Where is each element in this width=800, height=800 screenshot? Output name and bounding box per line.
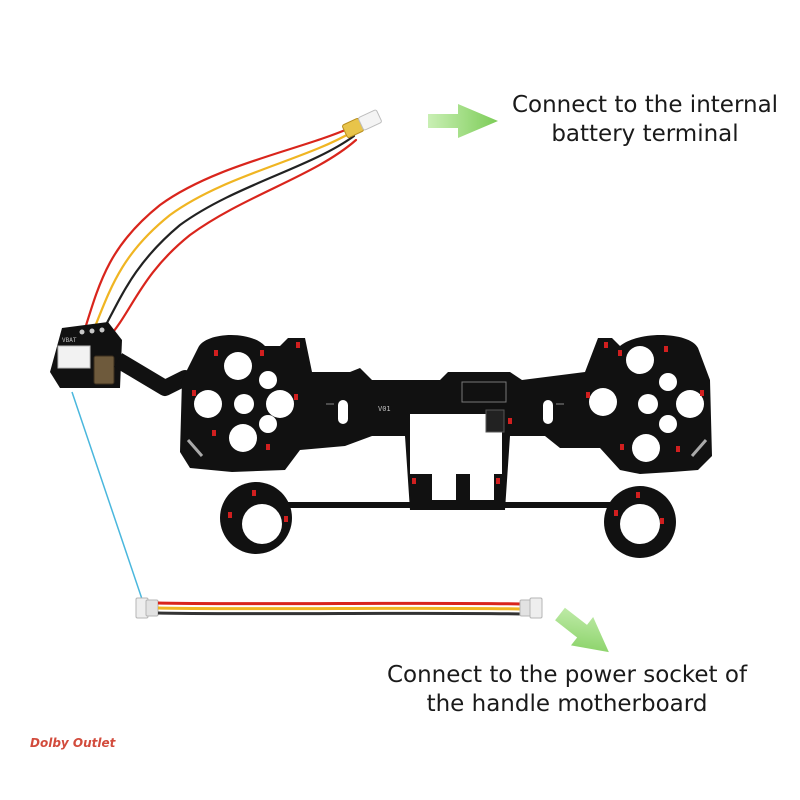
led-pcb-board: V01: [180, 334, 712, 558]
caption-line: battery terminal: [551, 121, 739, 147]
svg-text:VBAT: VBAT: [62, 337, 77, 344]
leader-line: [71, 391, 144, 603]
connector-module: VBAT: [50, 322, 201, 396]
caption-line: Connect to the internal: [511, 92, 779, 118]
battery-connector: [342, 109, 382, 138]
caption-line: Connect to the power socket of: [386, 662, 748, 688]
battery-terminal-caption: Connect to the internal battery terminal: [505, 91, 785, 149]
battery-wire-harness: [82, 126, 358, 340]
arrow-down-right-icon: [555, 607, 609, 653]
arrow-right-icon: [428, 104, 498, 138]
caption-line: the handle motherboard: [426, 691, 708, 717]
power-cable: [135, 597, 543, 619]
watermark: Dolby Outlet: [30, 736, 116, 750]
power-socket-caption: Connect to the power socket of the handl…: [372, 661, 762, 719]
board-label: V01: [378, 405, 391, 413]
